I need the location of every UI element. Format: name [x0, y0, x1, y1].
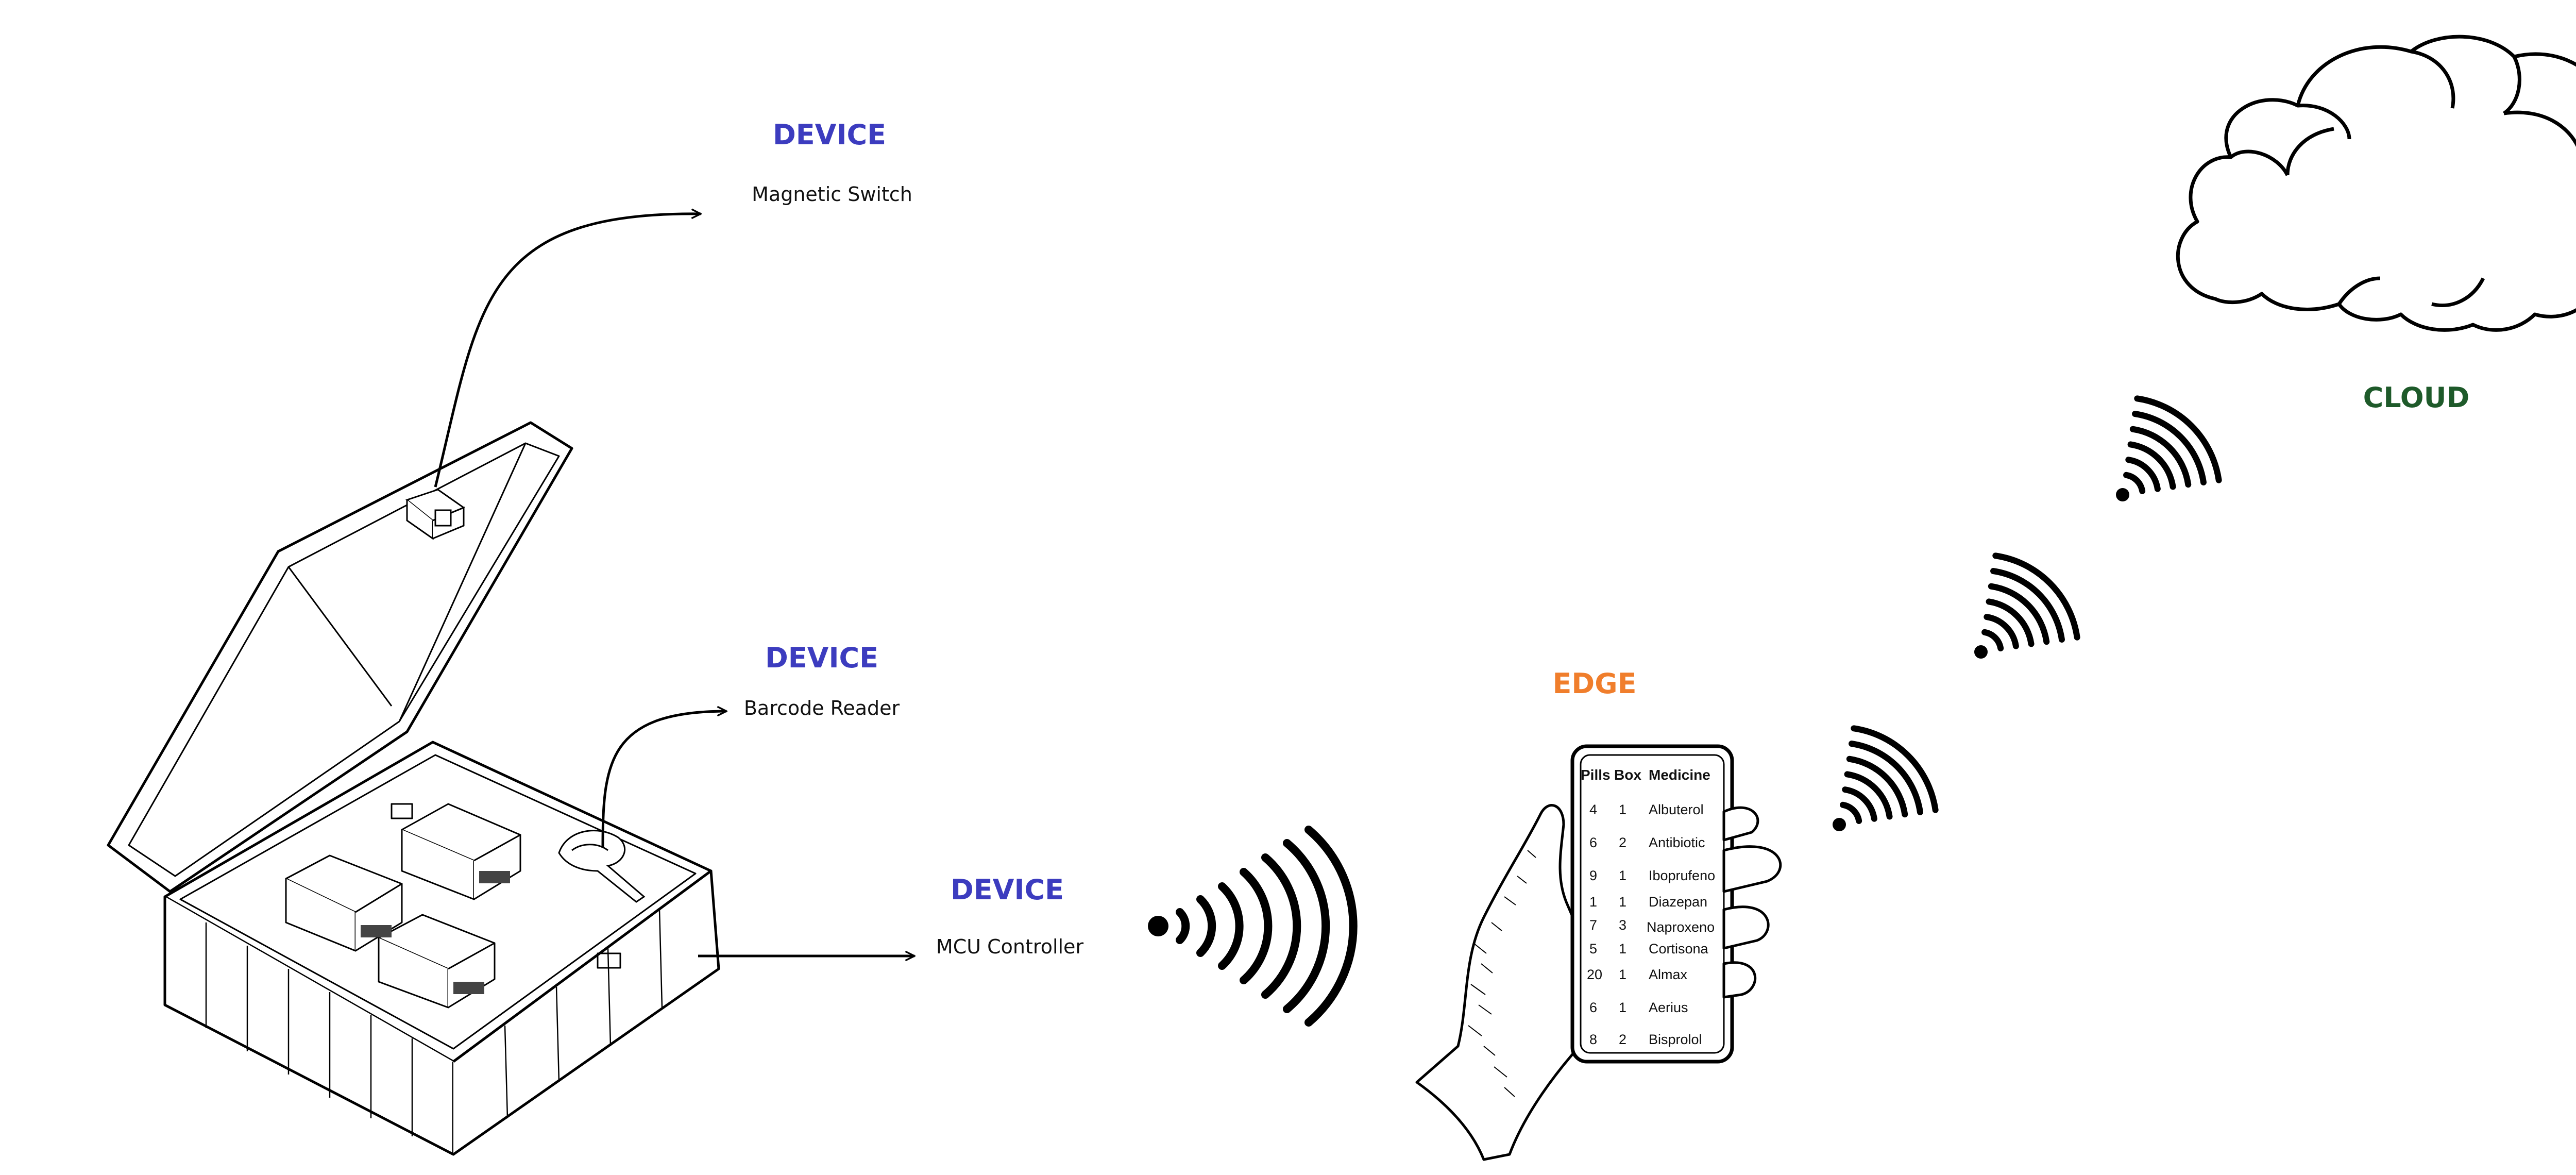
table-cell: 1 [1619, 868, 1627, 883]
table-header-medicine: Medicine [1649, 767, 1710, 783]
table-cell: 9 [1589, 868, 1598, 883]
table-cell: 6 [1589, 835, 1598, 850]
table-cell: 7 [1589, 917, 1598, 933]
table-header-pills: Pills [1581, 767, 1611, 783]
device-heading-barcode-reader: DEVICE [765, 642, 879, 674]
table-cell: 2 [1619, 1032, 1627, 1047]
table-cell: Naproxeno [1647, 919, 1715, 935]
table-header-box: Box [1614, 767, 1641, 783]
hand-phone-icon [1415, 744, 1782, 1161]
table-cell: 1 [1619, 894, 1627, 910]
pill-box-icon [107, 421, 720, 1156]
table-cell: Cortisona [1649, 941, 1708, 956]
table-cell: 3 [1619, 917, 1627, 933]
table-cell: Aerius [1649, 1000, 1688, 1015]
table-cell: Almax [1649, 967, 1688, 982]
table-cell: Antibiotic [1649, 835, 1705, 850]
table-cell: 8 [1589, 1032, 1598, 1047]
table-cell: Iboprufeno [1649, 868, 1716, 883]
table-cell: Bisprolol [1649, 1032, 1702, 1047]
table-cell: 1 [1619, 802, 1627, 817]
table-cell: 6 [1589, 1000, 1598, 1015]
table-cell: 1 [1619, 967, 1627, 982]
table-cell: Diazepan [1649, 894, 1708, 910]
edge-heading: EDGE [1552, 667, 1637, 700]
table-cell: Albuterol [1649, 802, 1704, 817]
device-heading-magnetic-switch: DEVICE [772, 119, 887, 151]
magnetic-switch-icon [405, 489, 466, 540]
mcu-controller-label: MCU Controller [936, 935, 1084, 958]
barcode-reader-label: Barcode Reader [743, 697, 900, 719]
table-cell: 1 [1619, 1000, 1627, 1015]
barcode-reader-icon [558, 830, 646, 903]
table-cell: 1 [1619, 941, 1627, 956]
table-cell: 1 [1589, 894, 1598, 910]
table-cell: 20 [1587, 967, 1603, 982]
wifi-signal-icon [1833, 395, 2222, 831]
table-cell: 4 [1589, 802, 1598, 817]
wifi-signal-icon [1148, 826, 1358, 1027]
table-cell: 5 [1589, 941, 1598, 956]
device-heading-mcu-controller: DEVICE [950, 874, 1064, 906]
table-cell: 2 [1619, 835, 1627, 850]
magnetic-switch-label: Magnetic Switch [752, 183, 912, 206]
cloud-heading: CLOUD [2363, 381, 2470, 414]
cloud-icon [2176, 35, 2576, 332]
